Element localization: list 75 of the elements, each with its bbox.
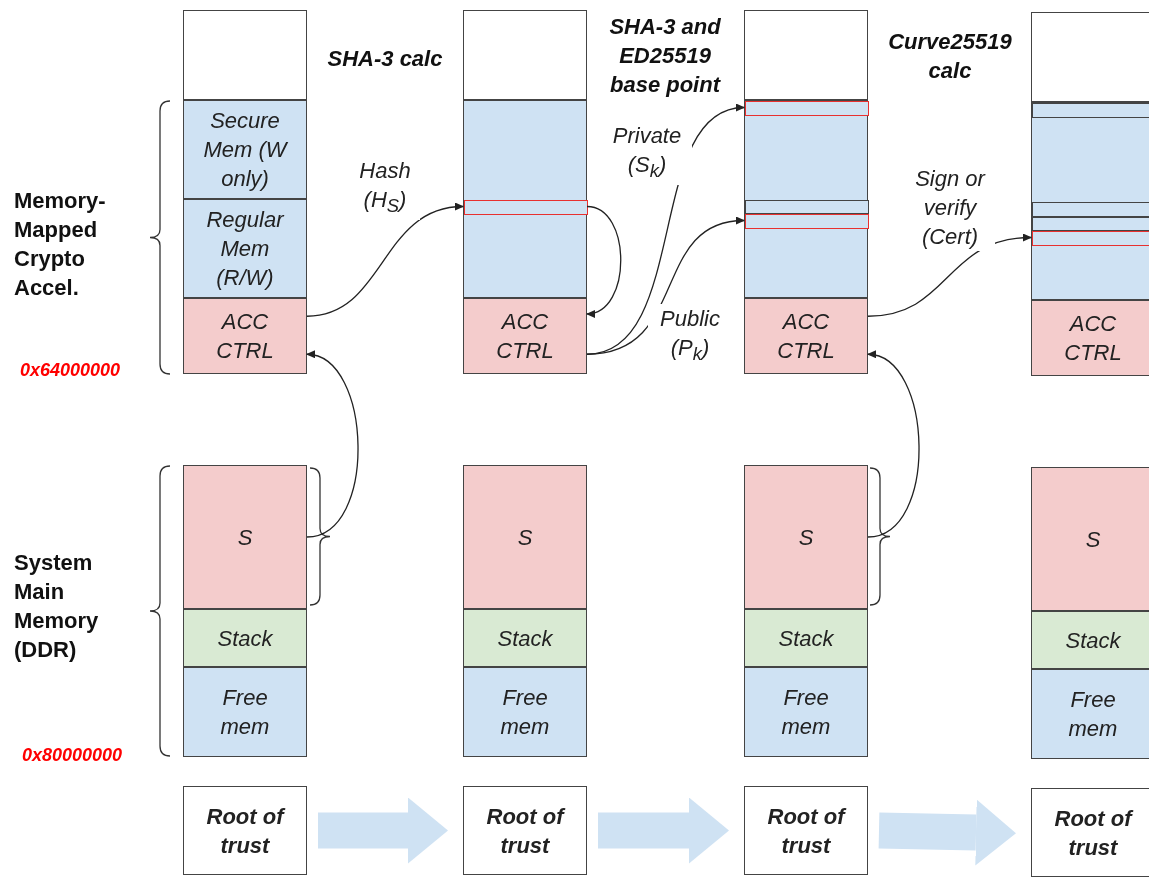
block-label: ACC CTRL — [1063, 310, 1123, 367]
step-heading: Curve25519 calc — [887, 28, 1013, 85]
memory-block — [744, 667, 868, 757]
memory-block — [183, 10, 307, 100]
memory-block — [744, 100, 868, 298]
memory-block — [744, 609, 868, 667]
block-label: Free mem — [780, 684, 832, 741]
memory-block — [183, 465, 307, 609]
memory-block — [463, 667, 587, 757]
block-arrow — [318, 797, 448, 864]
memory-slot — [464, 200, 588, 215]
memory-block — [745, 200, 869, 214]
block-label: Free mem — [499, 684, 551, 741]
block-arrow — [598, 797, 729, 864]
memory-block — [1031, 611, 1149, 669]
region-label: Memory-Mapped Crypto Accel. — [14, 187, 107, 302]
root-of-trust-box — [463, 786, 587, 875]
box-label: Root of trust — [1053, 804, 1135, 862]
block-label: ACC CTRL — [495, 308, 555, 365]
memory-block — [463, 465, 587, 609]
memory-block — [183, 667, 307, 757]
memory-block — [744, 465, 868, 609]
memory-block — [744, 10, 868, 100]
box-label: Root of trust — [766, 802, 848, 860]
arrow — [586, 217, 745, 355]
address-label: 0x64000000 — [20, 359, 122, 382]
root-of-trust-box — [744, 786, 868, 875]
arrow — [306, 352, 359, 538]
memory-slot — [745, 101, 869, 116]
memory-block — [183, 100, 307, 199]
memory-block — [183, 199, 307, 298]
memory-block — [1032, 103, 1149, 118]
block-label: S — [516, 523, 534, 552]
block-label: Free mem — [1067, 686, 1119, 743]
block-label: Stack — [216, 624, 274, 653]
memory-block — [183, 609, 307, 667]
block-label: S — [1084, 525, 1102, 554]
block-arrow — [878, 799, 1016, 866]
memory-block — [1031, 467, 1149, 611]
block-label: Free mem — [219, 684, 271, 741]
address-label: 0x80000000 — [22, 744, 124, 767]
memory-block — [463, 609, 587, 667]
arrow — [867, 234, 1032, 317]
block-label: Regular Mem (R/W) — [205, 206, 286, 292]
memory-block — [1031, 300, 1149, 376]
block-label: S — [236, 523, 254, 552]
memory-slot — [1032, 231, 1149, 246]
memory-block — [183, 298, 307, 374]
memory-block — [1032, 217, 1149, 231]
block-label: Secure Mem (W only) — [202, 107, 289, 193]
memory-block — [1031, 12, 1149, 102]
arrow — [867, 352, 920, 538]
root-of-trust-box — [183, 786, 307, 875]
root-of-trust-box — [1031, 788, 1149, 877]
block-label: Stack — [777, 624, 835, 653]
block-label: S — [797, 523, 815, 552]
memory-block — [463, 100, 587, 298]
memory-slot — [745, 214, 869, 229]
block-label: Stack — [496, 624, 554, 653]
arrow — [306, 203, 464, 317]
box-label: Root of trust — [205, 802, 287, 860]
memory-block — [463, 298, 587, 374]
memory-block — [463, 10, 587, 100]
step-heading: SHA-3 and ED25519 base point — [608, 13, 722, 99]
block-label: Stack — [1064, 626, 1122, 655]
block-label: ACC CTRL — [776, 308, 836, 365]
memory-block — [1031, 102, 1149, 300]
memory-block — [744, 298, 868, 374]
region-label: System Main Memory (DDR) — [14, 549, 100, 664]
block-label: ACC CTRL — [215, 308, 275, 365]
step-heading: SHA-3 calc — [326, 45, 444, 73]
memory-block — [1032, 202, 1149, 217]
arrow — [586, 205, 622, 317]
box-label: Root of trust — [485, 802, 567, 860]
memory-block — [1031, 669, 1149, 759]
